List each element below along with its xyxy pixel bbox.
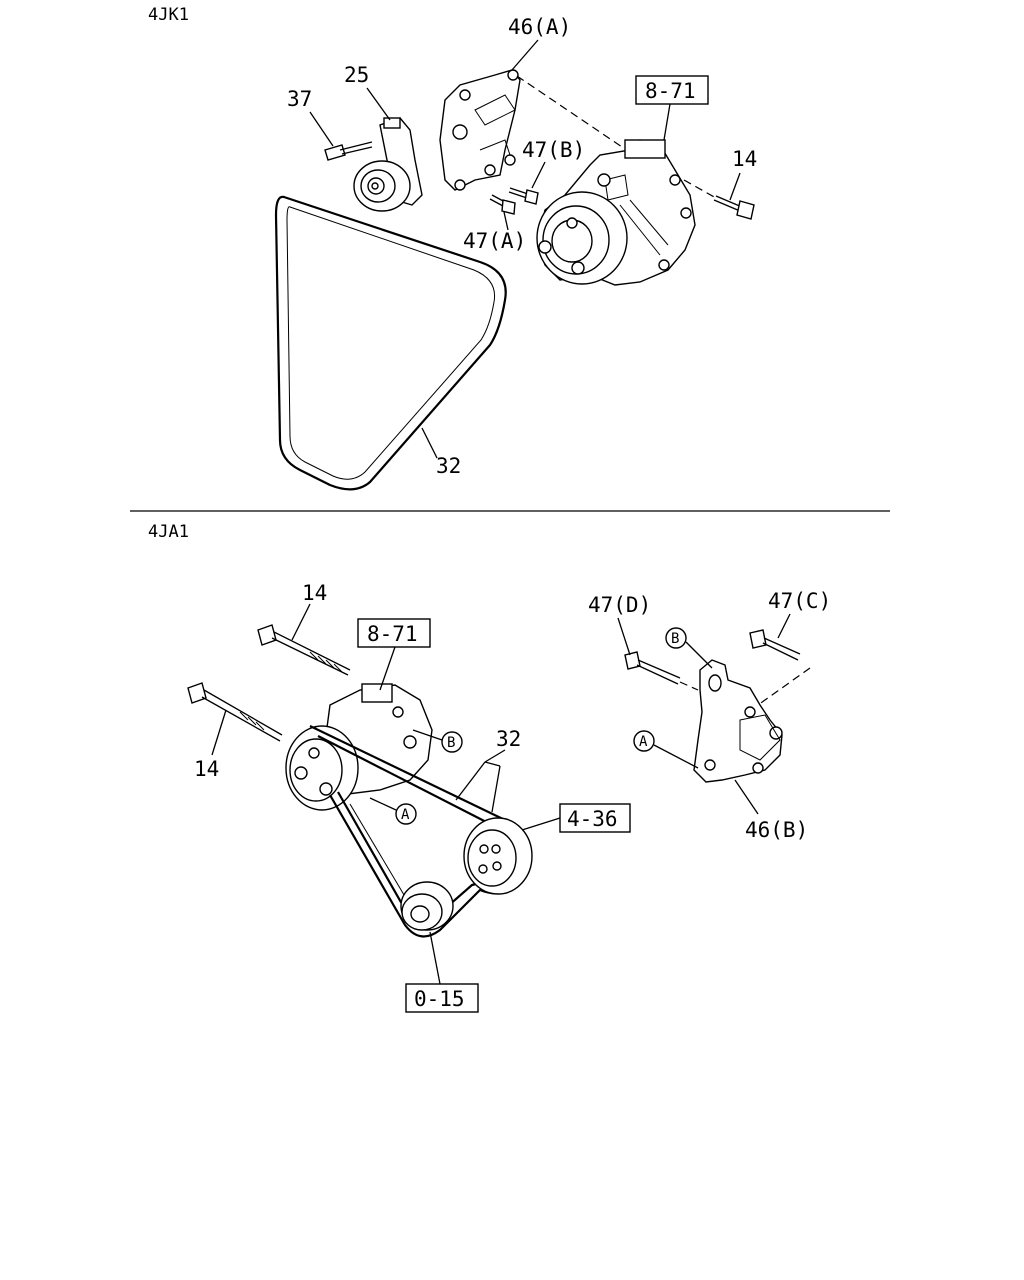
- idler-pulley-bottom: [400, 881, 454, 931]
- ref-box-8-71-top: [635, 75, 709, 105]
- label-14-top: 14: [732, 147, 757, 171]
- label-14-lower: 14: [194, 757, 219, 781]
- svg-text:B: B: [447, 735, 455, 751]
- label-37: 37: [287, 87, 312, 111]
- bolt-14-lower: [187, 682, 283, 742]
- svg-text:A: A: [639, 734, 648, 750]
- marker-a-compressor: A: [369, 797, 417, 825]
- alignment-line: [757, 667, 811, 706]
- label-47a: 47(A): [463, 229, 526, 253]
- label-8-71-top: 8-71: [645, 79, 696, 103]
- svg-text:B: B: [671, 631, 679, 647]
- marker-b-compressor: B: [412, 729, 463, 753]
- label-4-36: 4-36: [567, 807, 618, 831]
- label-0-15: 0-15: [414, 987, 465, 1011]
- idler-pulley-top: [353, 117, 423, 212]
- bracket-46a: [439, 69, 521, 191]
- label-32-top: 32: [436, 454, 461, 478]
- bolt-47d: [624, 651, 681, 685]
- section-label-bottom: 4JA1: [148, 522, 189, 542]
- bolt-47c: [749, 629, 801, 661]
- bolt-47b: [508, 187, 539, 205]
- ref-box-0-15: [405, 983, 479, 1013]
- label-14-upper: 14: [302, 581, 327, 605]
- bolt-14-upper: [257, 624, 351, 676]
- label-8-71-bottom: 8-71: [367, 622, 418, 646]
- label-32-bottom: 32: [496, 727, 521, 751]
- bolt-37: [324, 141, 373, 161]
- alignment-line: [679, 681, 699, 691]
- label-47b: 47(B): [522, 138, 585, 162]
- marker-a-bracket: A: [633, 730, 699, 769]
- bracket-46b: [693, 659, 783, 783]
- label-46a: 46(A): [508, 15, 571, 39]
- crank-pulley: [463, 817, 533, 895]
- alignment-line: [516, 75, 669, 179]
- bolt-14-top: [713, 195, 755, 220]
- ref-box-8-71-bottom: [357, 618, 431, 648]
- alignment-line: [683, 179, 717, 199]
- label-46b: 46(B): [745, 818, 808, 842]
- section-label-top: 4JK1: [148, 5, 189, 25]
- label-47c: 47(C): [768, 589, 831, 613]
- bolt-47a: [489, 194, 516, 215]
- drive-belt-top: [274, 195, 507, 491]
- ac-compressor-top: [536, 139, 696, 286]
- ref-box-4-36: [559, 803, 631, 833]
- label-47d: 47(D): [588, 593, 651, 617]
- svg-text:A: A: [401, 807, 410, 823]
- marker-b-bracket: B: [665, 627, 713, 669]
- label-25: 25: [344, 63, 369, 87]
